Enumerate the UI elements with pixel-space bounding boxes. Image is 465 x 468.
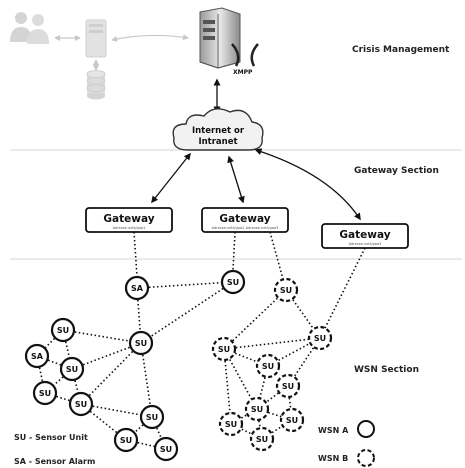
faded-arrow-server-xmpp — [111, 34, 189, 42]
section-label-crisis: Crisis Management — [352, 45, 450, 55]
server-icon-faded — [85, 19, 107, 58]
gateway-2-subtitle: Adresse.nett/gaa2 Adresse.nett/gaa3 — [212, 226, 279, 230]
node-b-su-3: SU — [211, 336, 237, 362]
svg-text:SU: SU — [227, 278, 239, 287]
arrow-cloud-gateway-3 — [254, 148, 361, 221]
section-label-gateway: Gateway Section — [354, 166, 439, 176]
svg-text:SU: SU — [286, 416, 298, 425]
svg-text:SU: SU — [57, 326, 69, 335]
wsn-a-nodes: SA SU SU SU SA SU SU SU SU SU SU — [24, 269, 246, 462]
arrow-cloud-gateway-2 — [227, 155, 245, 204]
node-b-su-4: SU — [255, 353, 281, 379]
legend-wsn-b-label: WSN B — [318, 454, 348, 463]
xmpp-logo: XMPP — [231, 43, 259, 76]
cloud-label-line1: Internet or — [192, 126, 245, 136]
svg-text:SU: SU — [135, 339, 147, 348]
node-su-6: SU — [68, 391, 94, 417]
users-icon — [10, 12, 49, 44]
node-sa-1: SA — [124, 275, 150, 301]
node-su-5: SU — [32, 380, 58, 406]
svg-text:SU: SU — [225, 420, 237, 429]
gateway-1: Gateway Adresse.nett/gaa1 — [85, 207, 173, 233]
node-su-7: SU — [139, 404, 165, 430]
node-su-9: SU — [153, 436, 179, 462]
legend-wsn-b-marker — [357, 449, 375, 467]
gateway-2-title: Gateway — [219, 213, 270, 225]
node-su-4: SU — [59, 356, 85, 382]
svg-text:SU: SU — [66, 365, 78, 374]
svg-text:SU: SU — [120, 436, 132, 445]
gateway-3-subtitle: Adresse.nett/gaa3 — [349, 242, 382, 246]
svg-text:SU: SU — [251, 405, 263, 414]
svg-text:SU: SU — [262, 362, 274, 371]
node-b-su-1: SU — [273, 277, 299, 303]
gateway-3-title: Gateway — [339, 229, 390, 241]
gateway-3: Gateway Adresse.nett/gaa3 — [321, 223, 409, 249]
arrow-cloud-gateway-1 — [151, 152, 191, 204]
server-icon — [199, 7, 241, 69]
svg-text:SU: SU — [314, 334, 326, 343]
svg-text:SU: SU — [280, 286, 292, 295]
legend-wsn-a-marker — [357, 420, 375, 438]
gateway-2: Gateway Adresse.nett/gaa2 Adresse.nett/g… — [201, 207, 289, 233]
svg-text:SU: SU — [218, 345, 230, 354]
svg-text:SA: SA — [131, 284, 144, 293]
node-b-su-2: SU — [307, 325, 333, 351]
svg-text:SA: SA — [31, 352, 44, 361]
node-su-1: SU — [220, 269, 246, 295]
svg-text:SU: SU — [256, 435, 268, 444]
svg-text:SU: SU — [282, 382, 294, 391]
node-b-su-7: SU — [218, 411, 244, 437]
node-su-8: SU — [113, 427, 139, 453]
node-b-su-9: SU — [249, 426, 275, 452]
svg-text:SU: SU — [39, 389, 51, 398]
wsn-b-nodes: SU SU SU SU SU SU SU SU SU — [211, 277, 333, 452]
gateway-1-title: Gateway — [103, 213, 154, 225]
svg-text:SU: SU — [146, 413, 158, 422]
legend-sa: SA - Sensor Alarm — [14, 457, 95, 466]
legend-su: SU - Sensor Unit — [14, 433, 88, 442]
node-b-su-8: SU — [279, 407, 305, 433]
database-icon — [86, 70, 106, 100]
gateway-1-subtitle: Adresse.nett/gaa1 — [113, 226, 146, 230]
node-sa-2: SA — [24, 343, 50, 369]
cloud-label-line2: Intranet — [198, 137, 237, 147]
node-b-su-6: SU — [244, 396, 270, 422]
node-su-3: SU — [50, 317, 76, 343]
legend-wsn-a-label: WSN A — [318, 426, 349, 435]
svg-text:SU: SU — [160, 445, 172, 454]
node-su-2: SU — [128, 330, 154, 356]
cloud-icon: Internet or Intranet — [172, 108, 264, 151]
node-b-su-5: SU — [275, 373, 301, 399]
section-label-wsn: WSN Section — [354, 365, 419, 375]
svg-text:SU: SU — [75, 400, 87, 409]
xmpp-label: XMPP — [233, 69, 253, 76]
